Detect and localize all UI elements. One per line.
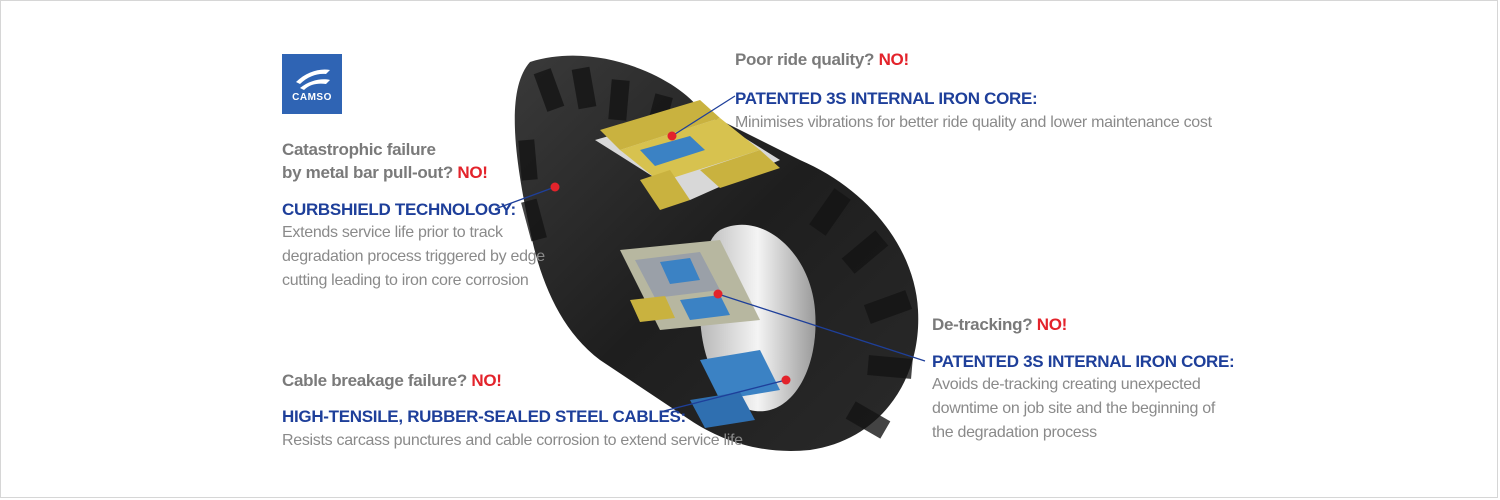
cables-description: Resists carcass punctures and cable corr… (282, 432, 743, 449)
cables-question-text: Cable breakage failure? (282, 371, 467, 390)
leader-lines (494, 95, 926, 413)
curbshield-question: Catastrophic failure by metal bar pull-o… (282, 138, 488, 184)
callout-dot-curbshield (550, 182, 560, 192)
track-tread-lugs (518, 66, 913, 439)
camso-swoosh-icon (296, 69, 330, 90)
ride-question: Poor ride quality? NO! (735, 48, 909, 71)
callout-dot-detracking (713, 289, 723, 299)
track-iron-core (620, 240, 780, 428)
camso-logo: CAMSO (282, 54, 342, 114)
curbshield-title: CURBSHIELD TECHNOLOGY: (282, 200, 516, 219)
detracking-title: PATENTED 3S INTERNAL IRON CORE: (932, 352, 1235, 371)
cables-question: Cable breakage failure? NO! (282, 369, 502, 392)
curbshield-question-line2: by metal bar pull-out? (282, 163, 453, 182)
detracking-no-label: NO! (1036, 315, 1068, 334)
detracking-desc-line1: Avoids de-tracking creating unexpected (932, 376, 1201, 393)
curbshield-description: Extends service life prior to track degr… (282, 221, 545, 293)
curbshield-desc-line3: cutting leading to iron core corrosion (282, 272, 529, 289)
track-layers-top (600, 100, 780, 210)
curbshield-desc-line2: degradation process triggered by edge (282, 248, 545, 265)
callout-dot-cables (781, 375, 791, 385)
callout-dot-ride (667, 131, 677, 141)
ride-no-label: NO! (878, 50, 910, 69)
detracking-question-text: De-tracking? (932, 315, 1033, 334)
detracking-desc-line3: the degradation process (932, 424, 1097, 441)
cables-title: HIGH-TENSILE, RUBBER-SEALED STEEL CABLES… (282, 407, 686, 426)
ride-title: PATENTED 3S INTERNAL IRON CORE: (735, 89, 1038, 108)
ride-description: Minimises vibrations for better ride qua… (735, 114, 1212, 131)
curbshield-desc-line1: Extends service life prior to track (282, 224, 503, 241)
detracking-question: De-tracking? NO! (932, 313, 1067, 336)
camso-logo-text: CAMSO (292, 92, 332, 103)
ride-question-text: Poor ride quality? (735, 50, 875, 69)
detracking-description: Avoids de-tracking creating unexpected d… (932, 373, 1215, 445)
curbshield-question-line1: Catastrophic failure (282, 140, 436, 159)
callout-dots (550, 131, 791, 385)
detracking-desc-line2: downtime on job site and the beginning o… (932, 400, 1216, 417)
cables-no-label: NO! (471, 371, 502, 390)
curbshield-no-label: NO! (457, 163, 488, 182)
